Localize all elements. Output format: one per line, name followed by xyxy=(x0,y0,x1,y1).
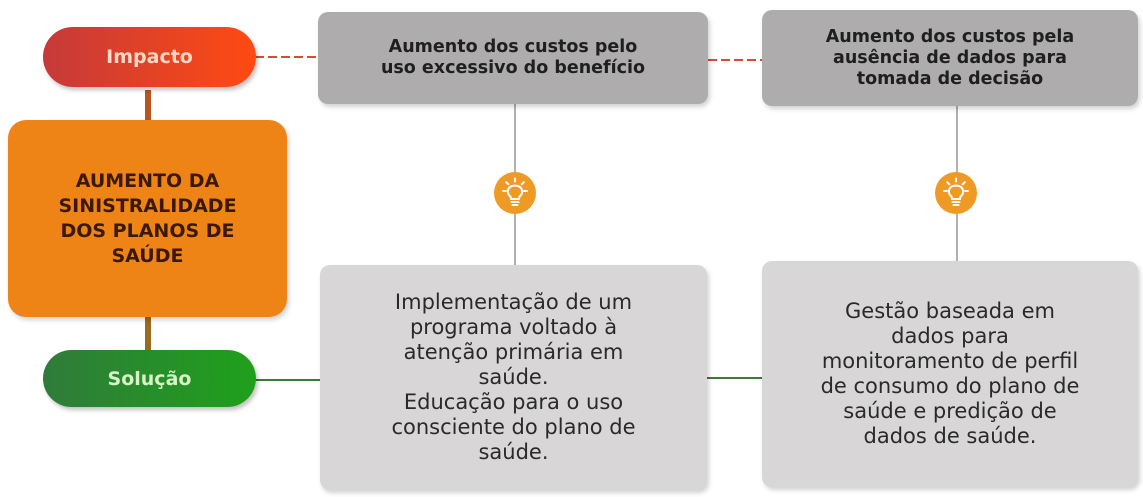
solution-box-2: Gestão baseada em dados para monitoramen… xyxy=(762,261,1138,487)
impacto-label: Impacto xyxy=(43,27,256,87)
problem-line: AUMENTO DA xyxy=(75,169,220,192)
impact-line: Aumento dos custos pelo xyxy=(388,37,638,57)
solution-line: Gestão baseada em xyxy=(845,299,1055,323)
impact-box-1: Aumento dos custos pelo uso excessivo do… xyxy=(318,12,708,104)
impact-line: tomada de decisão xyxy=(856,68,1044,89)
impact-line: ausência de dados para xyxy=(833,47,1067,68)
solution-line: de consumo do plano de xyxy=(820,374,1080,398)
lightbulb-icon xyxy=(494,172,536,214)
problem-line: SINISTRALIDADE xyxy=(58,194,237,217)
solution-line: saúde. xyxy=(478,440,549,464)
problem-line: SAÚDE xyxy=(111,244,184,267)
solucao-text: Solução xyxy=(107,367,192,390)
solution-line: Educação para o uso xyxy=(403,390,624,414)
impact-line: uso excessivo do benefício xyxy=(380,58,646,78)
solution-box-1: Implementação de um programa voltado à a… xyxy=(320,265,707,490)
solution-line: programa voltado à xyxy=(409,315,618,339)
problem-box: AUMENTO DA SINISTRALIDADE DOS PLANOS DE … xyxy=(8,120,287,317)
solution-line: saúde e predição de xyxy=(843,399,1057,423)
solution-line: Implementação de um xyxy=(394,290,633,314)
lightbulb-icon xyxy=(935,172,977,214)
impact-line: Aumento dos custos pela xyxy=(825,26,1075,47)
impacto-text: Impacto xyxy=(106,46,193,68)
impact-box-2: Aumento dos custos pela ausência de dado… xyxy=(762,10,1138,106)
solution-line: dados para xyxy=(891,324,1009,348)
solution-line: saúde. xyxy=(478,365,549,389)
solution-line: dados de saúde. xyxy=(863,424,1037,448)
solution-line: monitoramento de perfil xyxy=(821,349,1079,373)
solution-line: consciente do plano de xyxy=(391,415,636,439)
problem-line: DOS PLANOS DE xyxy=(60,219,235,242)
solucao-label: Solução xyxy=(43,350,256,407)
solution-line: atenção primária em xyxy=(403,340,624,364)
